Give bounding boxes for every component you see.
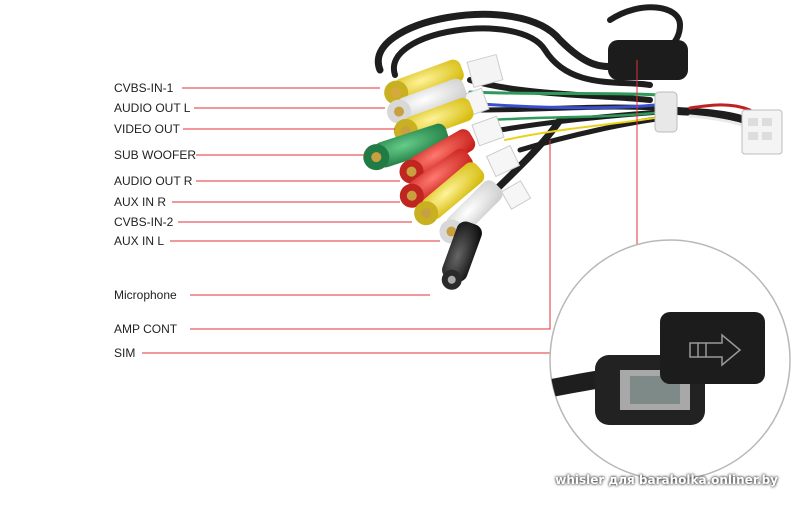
- label-microphone: Microphone: [114, 288, 177, 302]
- cable-tag: [466, 53, 504, 89]
- label-aux-in-r: AUX IN R: [114, 195, 167, 209]
- label-sim: SIM: [114, 346, 136, 360]
- watermark: whisler для baraholka.onliner.by: [555, 473, 778, 487]
- label-video-out: VIDEO OUT: [114, 122, 181, 136]
- sim-module-small: [608, 40, 688, 80]
- label-sub-woofer: SUB WOOFER: [114, 148, 197, 162]
- label-audio-out-l: AUDIO OUT L: [114, 101, 191, 115]
- label-cvbs-in-1: CVBS-IN-1: [114, 81, 174, 95]
- label-audio-out-r: AUDIO OUT R: [114, 174, 193, 188]
- magnified-inset: [549, 239, 791, 481]
- heat-shrink: [654, 91, 678, 133]
- label-cvbs-in-2: CVBS-IN-2: [114, 215, 174, 229]
- rca-plugs: [363, 59, 503, 290]
- label-amp-cont: AMP CONT: [114, 322, 178, 336]
- label-aux-in-l: AUX IN L: [114, 234, 165, 248]
- leader-lines: [142, 60, 638, 354]
